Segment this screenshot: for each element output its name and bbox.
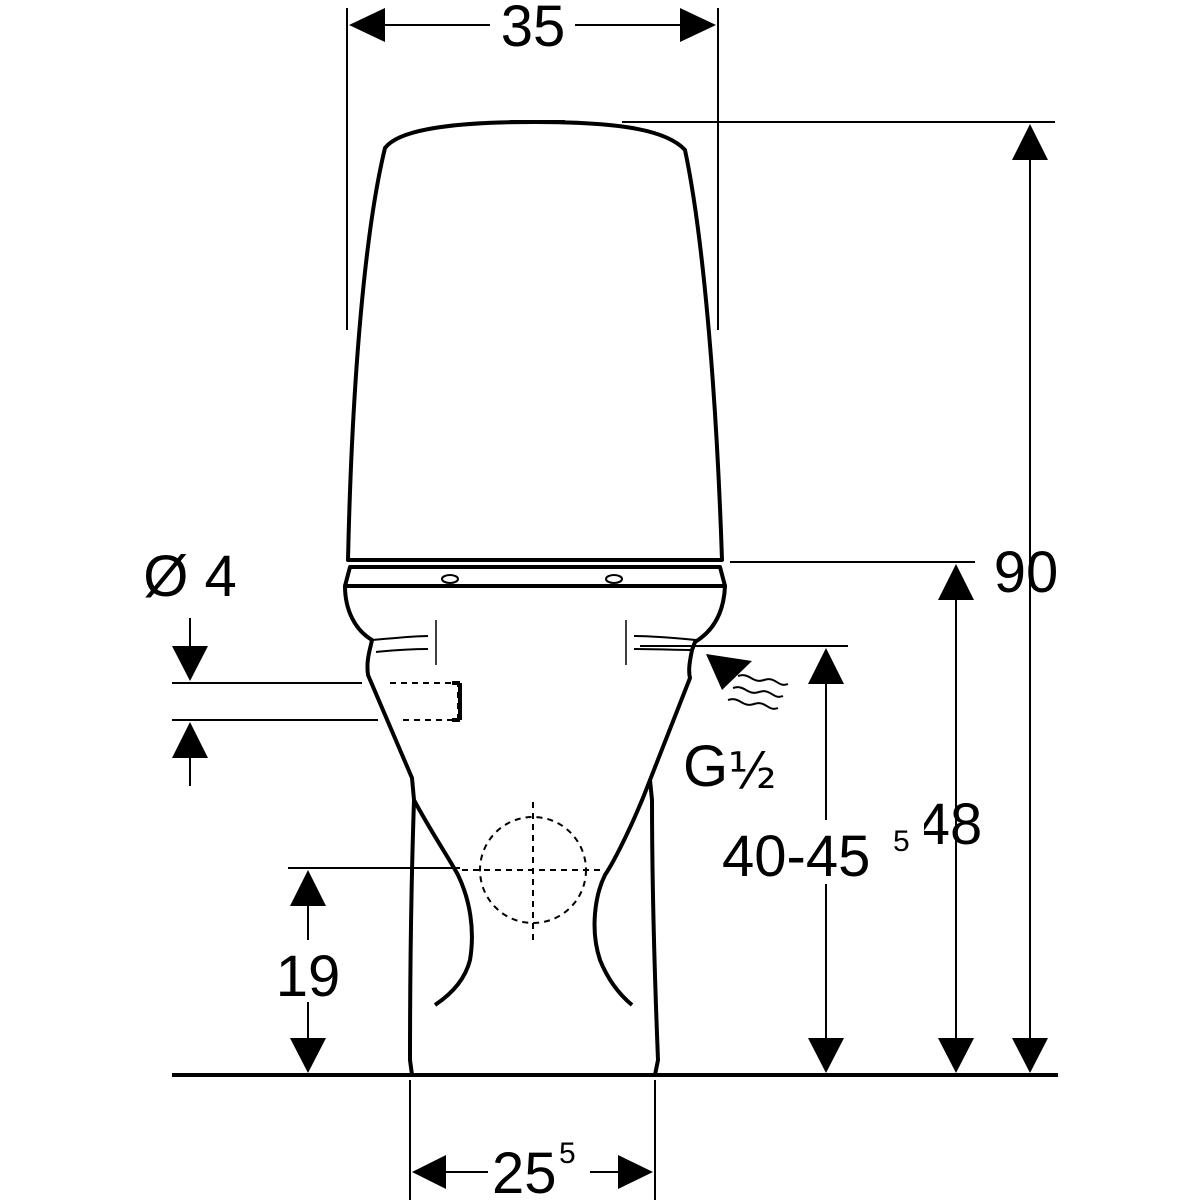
dimension-outlet-height — [288, 867, 460, 1073]
outlet-hidden — [462, 802, 604, 940]
dimension-height-total — [622, 121, 1055, 1073]
dimension-width-top-label: 35 — [501, 0, 566, 59]
thread-fraction: ½ — [728, 742, 776, 800]
dimension-outlet-height-label: 19 — [276, 944, 341, 1009]
dimension-width-base — [409, 1080, 656, 1200]
cistern — [346, 120, 724, 562]
dimension-seat-height-superscript: 5 — [893, 825, 910, 858]
dimension-height-bowl — [730, 561, 975, 1073]
dimension-fixing-diameter-label: Ø 4 — [143, 544, 237, 609]
bowl — [343, 584, 727, 1077]
dimension-seat-height-label: 40-45 — [722, 824, 870, 889]
dimension-width-top — [346, 8, 719, 330]
water-supply-indicator — [706, 654, 789, 710]
thread-label: G — [683, 734, 728, 799]
dimension-width-base-label: 25 — [492, 1141, 557, 1200]
dimension-height-total-label: 90 — [994, 540, 1059, 605]
dimension-width-base-superscript: 5 — [559, 1137, 576, 1170]
fixing-hole-hidden — [390, 681, 462, 722]
dimension-height-bowl-label: 48 — [918, 792, 983, 857]
dimension-fixing-diameter — [172, 618, 378, 786]
seat-rim — [343, 565, 727, 588]
